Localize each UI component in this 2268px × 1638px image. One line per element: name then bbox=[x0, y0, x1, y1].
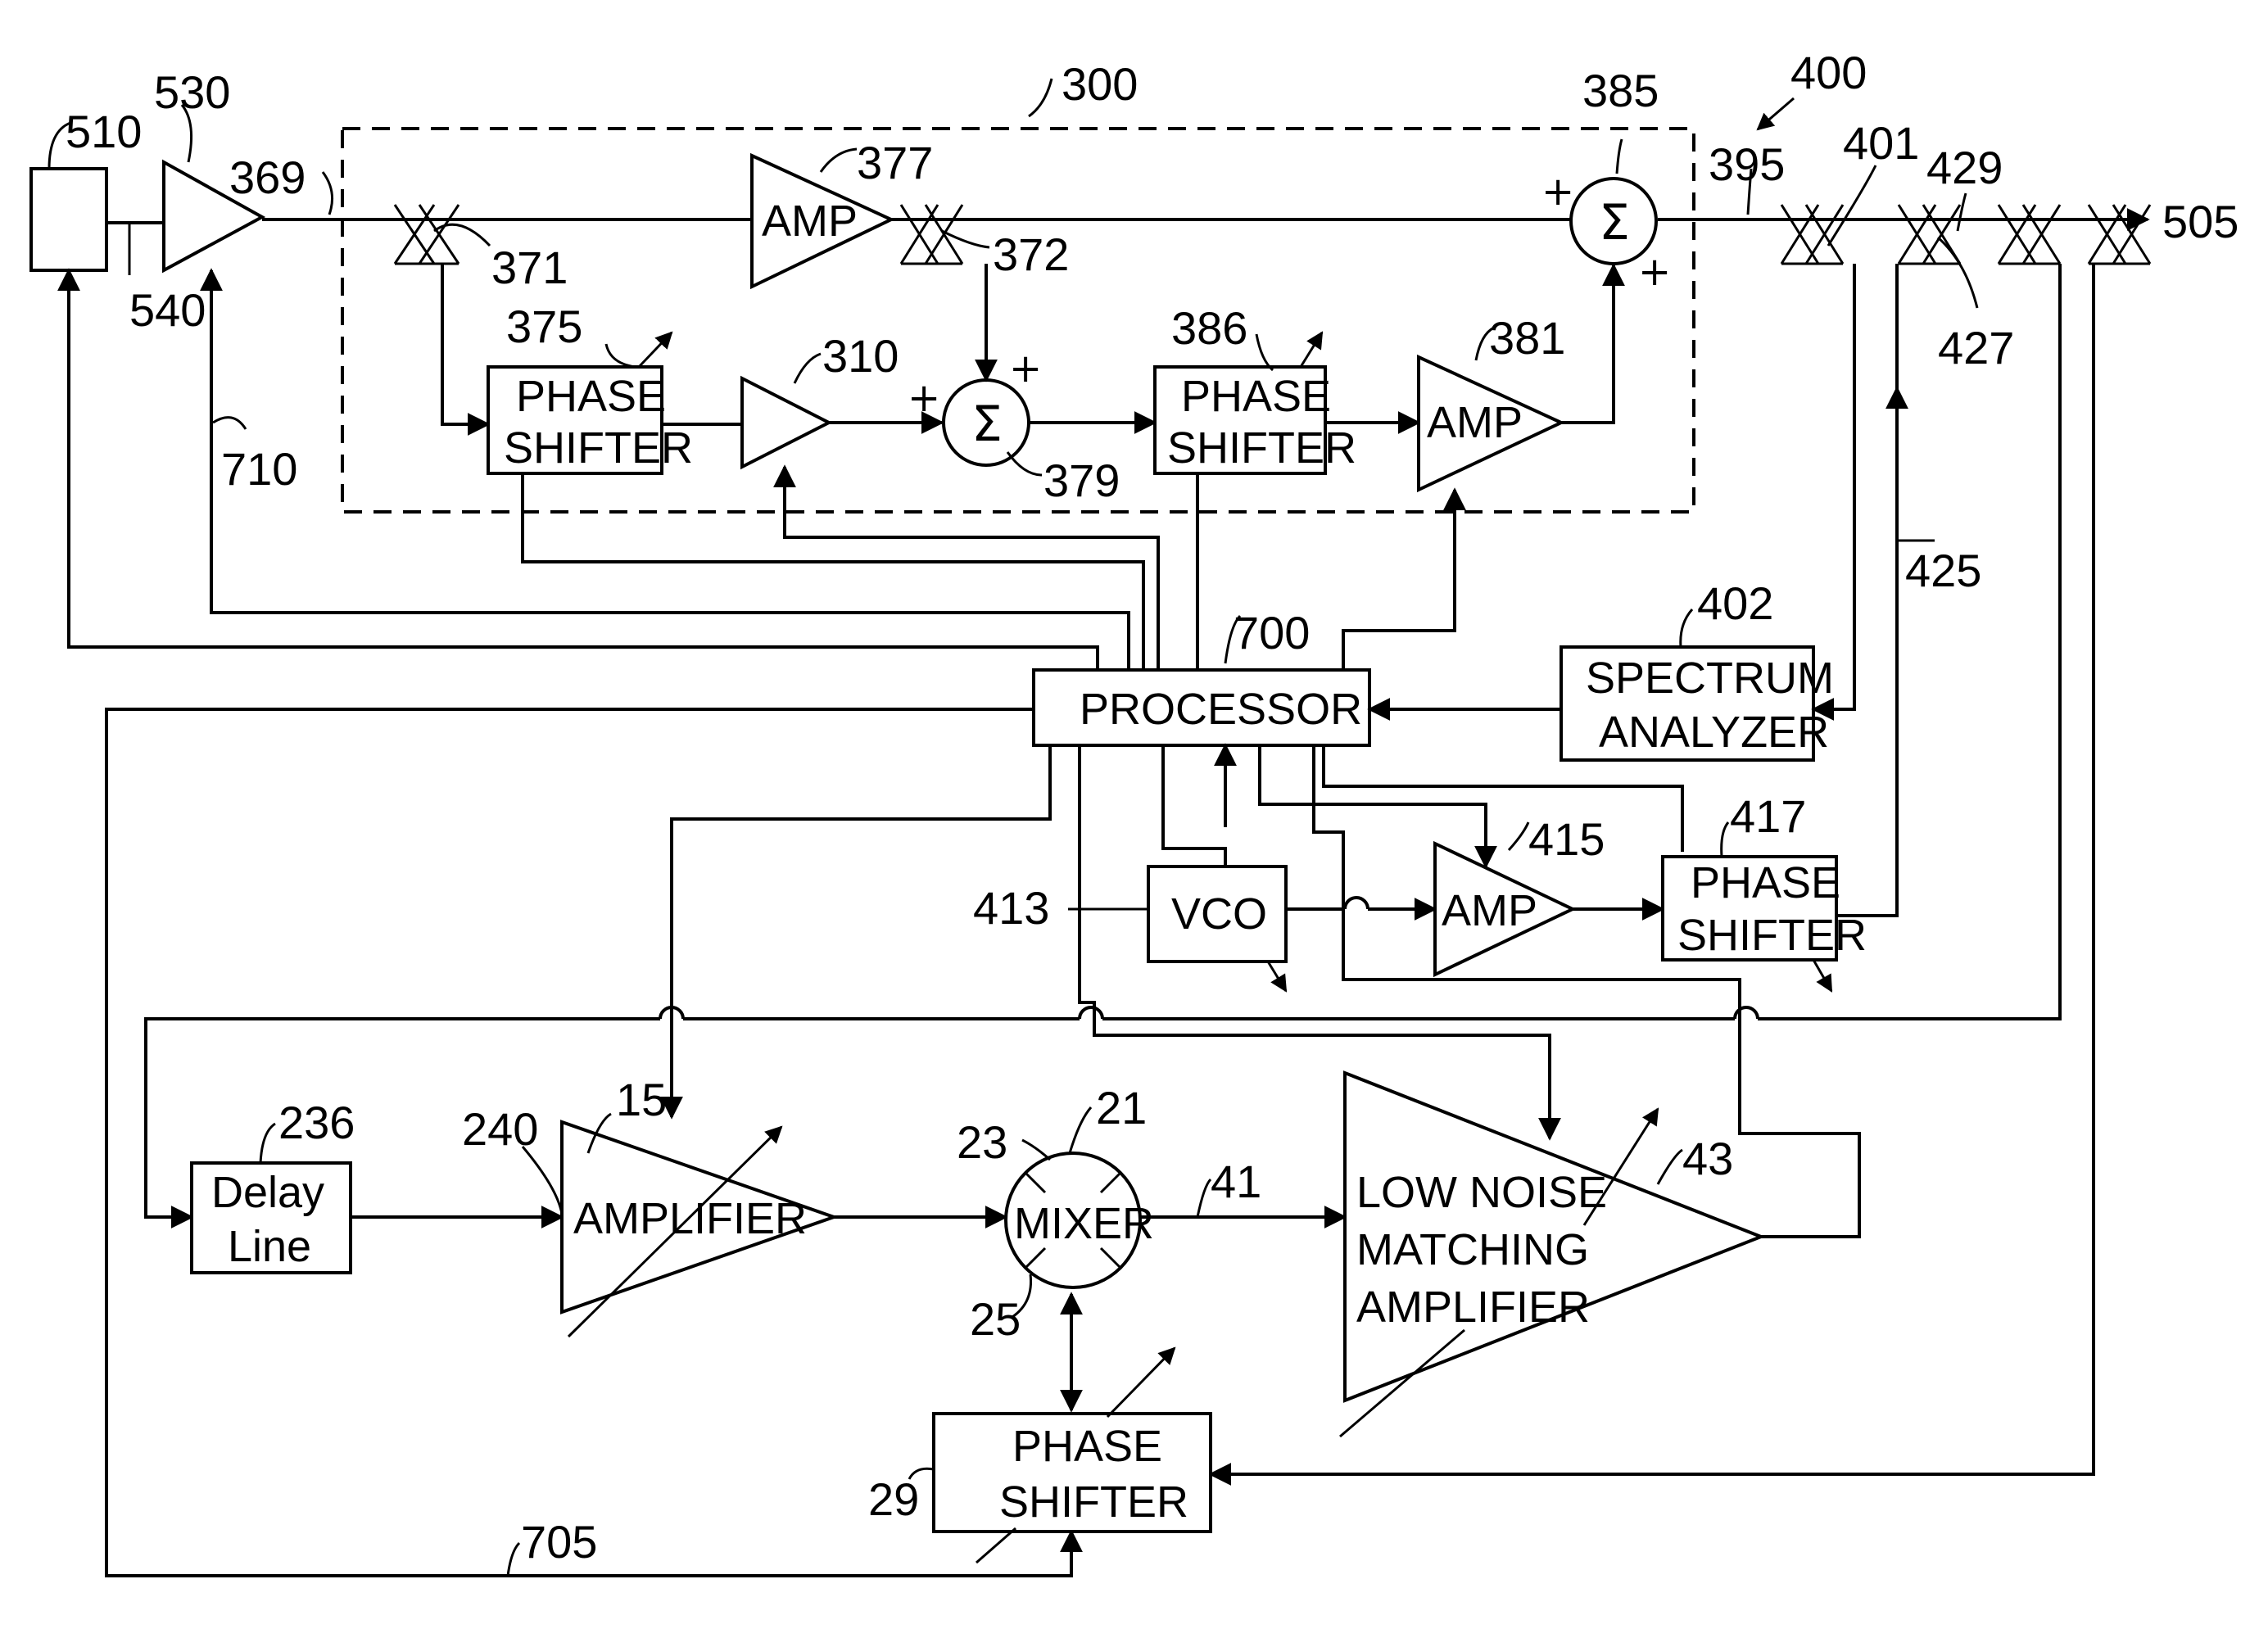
svg-text:23: 23 bbox=[957, 1116, 1007, 1168]
svg-text:381: 381 bbox=[1489, 312, 1565, 364]
svg-text:AMPLIFIER: AMPLIFIER bbox=[573, 1194, 807, 1243]
processor-label: PROCESSOR bbox=[1080, 685, 1362, 734]
svg-text:Σ: Σ bbox=[971, 396, 1003, 453]
svg-text:402: 402 bbox=[1697, 577, 1773, 629]
svg-text:705: 705 bbox=[521, 1516, 597, 1568]
svg-text:377: 377 bbox=[857, 137, 933, 188]
svg-text:29: 29 bbox=[868, 1473, 919, 1525]
svg-text:429: 429 bbox=[1926, 142, 2003, 193]
amplifier-377-label: AMP bbox=[762, 197, 858, 246]
svg-text:385: 385 bbox=[1582, 65, 1659, 116]
coupler-427 bbox=[1899, 205, 1960, 264]
svg-text:710: 710 bbox=[221, 443, 297, 495]
svg-text:21: 21 bbox=[1096, 1082, 1147, 1133]
svg-text:375: 375 bbox=[506, 301, 582, 352]
svg-text:395: 395 bbox=[1709, 138, 1785, 190]
svg-text:415: 415 bbox=[1528, 813, 1605, 865]
svg-text:MIXER: MIXER bbox=[1014, 1199, 1154, 1248]
svg-text:VCO: VCO bbox=[1171, 889, 1267, 939]
svg-text:Line: Line bbox=[228, 1222, 311, 1271]
svg-text:ANALYZER: ANALYZER bbox=[1599, 708, 1829, 757]
svg-text:Delay: Delay bbox=[211, 1168, 324, 1217]
svg-text:41: 41 bbox=[1211, 1156, 1261, 1207]
coupler-372 bbox=[901, 205, 962, 264]
reference-numerals: 510 530 540 369 300 377 371 372 375 310 … bbox=[66, 47, 2239, 1568]
svg-text:SHIFTER: SHIFTER bbox=[504, 423, 693, 473]
source-block bbox=[31, 169, 106, 270]
svg-text:SHIFTER: SHIFTER bbox=[999, 1477, 1188, 1527]
svg-text:300: 300 bbox=[1062, 58, 1138, 110]
svg-text:PHASE: PHASE bbox=[516, 372, 666, 421]
svg-text:15: 15 bbox=[616, 1074, 667, 1125]
svg-text:310: 310 bbox=[822, 330, 899, 382]
svg-text:401: 401 bbox=[1843, 117, 1919, 169]
svg-text:700: 700 bbox=[1234, 607, 1310, 658]
svg-text:240: 240 bbox=[462, 1103, 538, 1155]
svg-text:SHIFTER: SHIFTER bbox=[1167, 423, 1356, 473]
amplifier-310 bbox=[742, 378, 829, 467]
svg-text:427: 427 bbox=[1938, 322, 2014, 373]
svg-text:372: 372 bbox=[993, 229, 1069, 280]
svg-text:AMPLIFIER: AMPLIFIER bbox=[1356, 1283, 1590, 1332]
coupler-401 bbox=[1781, 205, 1843, 264]
svg-text:SPECTRUM: SPECTRUM bbox=[1586, 654, 1834, 703]
svg-text:AMP: AMP bbox=[1427, 398, 1523, 447]
svg-text:425: 425 bbox=[1905, 545, 1981, 596]
coupler-3 bbox=[1999, 205, 2060, 264]
svg-text:236: 236 bbox=[278, 1097, 355, 1148]
coupler-371 bbox=[395, 205, 459, 264]
summer-385-sigma: Σ bbox=[1599, 194, 1630, 251]
svg-text:MATCHING: MATCHING bbox=[1356, 1225, 1589, 1274]
svg-text:530: 530 bbox=[154, 66, 230, 118]
svg-text:+: + bbox=[908, 375, 940, 421]
svg-text:417: 417 bbox=[1730, 790, 1806, 842]
svg-text:AMP: AMP bbox=[1442, 886, 1537, 935]
svg-text:+: + bbox=[1009, 346, 1042, 391]
svg-text:PHASE: PHASE bbox=[1181, 372, 1331, 421]
svg-text:43: 43 bbox=[1682, 1133, 1733, 1184]
svg-text:400: 400 bbox=[1790, 47, 1867, 98]
svg-text:PHASE: PHASE bbox=[1691, 858, 1840, 907]
svg-text:413: 413 bbox=[973, 882, 1049, 934]
svg-text:505: 505 bbox=[2162, 196, 2239, 247]
svg-text:510: 510 bbox=[66, 106, 142, 157]
svg-text:371: 371 bbox=[491, 242, 568, 293]
svg-text:369: 369 bbox=[229, 152, 306, 203]
svg-text:540: 540 bbox=[129, 284, 206, 336]
svg-text:PHASE: PHASE bbox=[1012, 1422, 1162, 1471]
svg-text:25: 25 bbox=[970, 1293, 1021, 1345]
svg-text:386: 386 bbox=[1171, 302, 1247, 354]
svg-text:379: 379 bbox=[1043, 455, 1120, 506]
svg-text:+: + bbox=[1541, 169, 1574, 215]
coupler-4 bbox=[2089, 205, 2150, 264]
svg-text:SHIFTER: SHIFTER bbox=[1677, 911, 1867, 960]
svg-text:+: + bbox=[1638, 249, 1671, 295]
svg-text:LOW NOISE: LOW NOISE bbox=[1356, 1168, 1607, 1217]
